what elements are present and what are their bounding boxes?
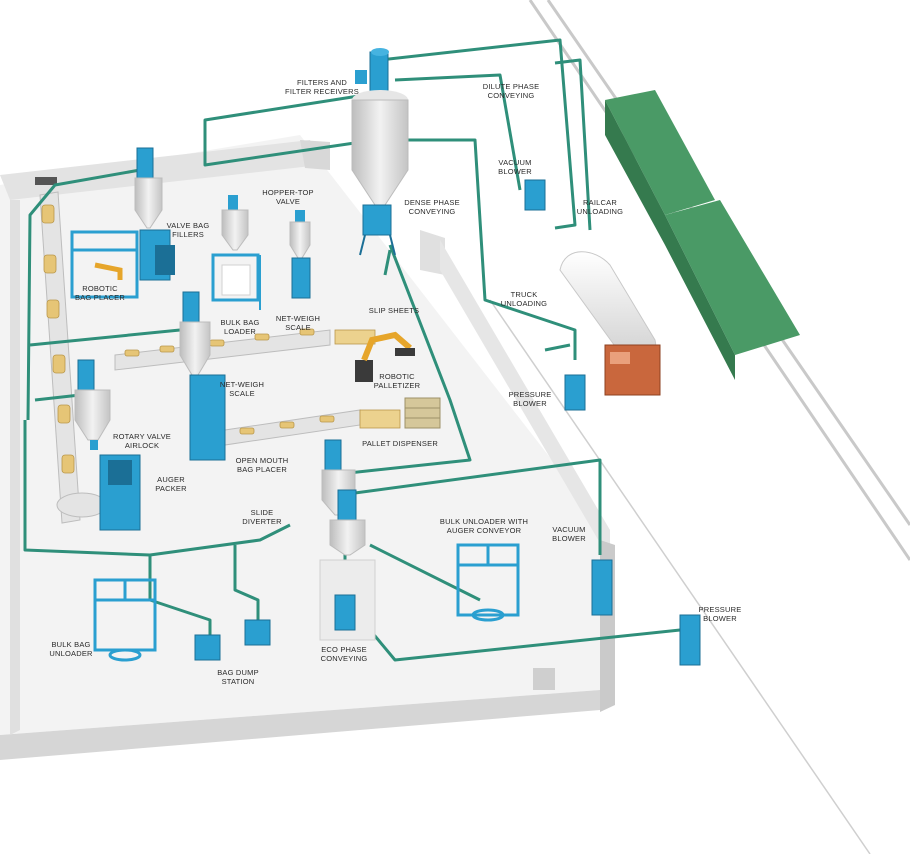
valve-bag-filler (134, 147, 175, 281)
railway-track (489, 0, 910, 854)
pallet-dispenser (404, 397, 441, 429)
net-weigh-scale-top (289, 210, 311, 299)
bulk-unloader-auger (456, 543, 520, 622)
label-slip-sheets: SLIP SHEETS (368, 306, 420, 315)
bag-dump-stations (194, 619, 271, 661)
auger-packer (74, 359, 141, 531)
blowers (524, 179, 701, 666)
bulk-bag-unloader (93, 578, 157, 662)
eco-phase-silo (319, 439, 376, 641)
robotic-bag-placer (70, 230, 139, 299)
net-weigh-scale-mid (179, 291, 226, 461)
filter-receiver-silo (351, 48, 409, 256)
bags (41, 204, 401, 474)
bulk-bag-loader (211, 195, 261, 310)
tanker-truck (559, 251, 661, 396)
robotic-palletizer (355, 331, 415, 382)
railcars (605, 90, 800, 380)
label-pallet-dispenser: PALLET DISPENSER (362, 439, 438, 448)
